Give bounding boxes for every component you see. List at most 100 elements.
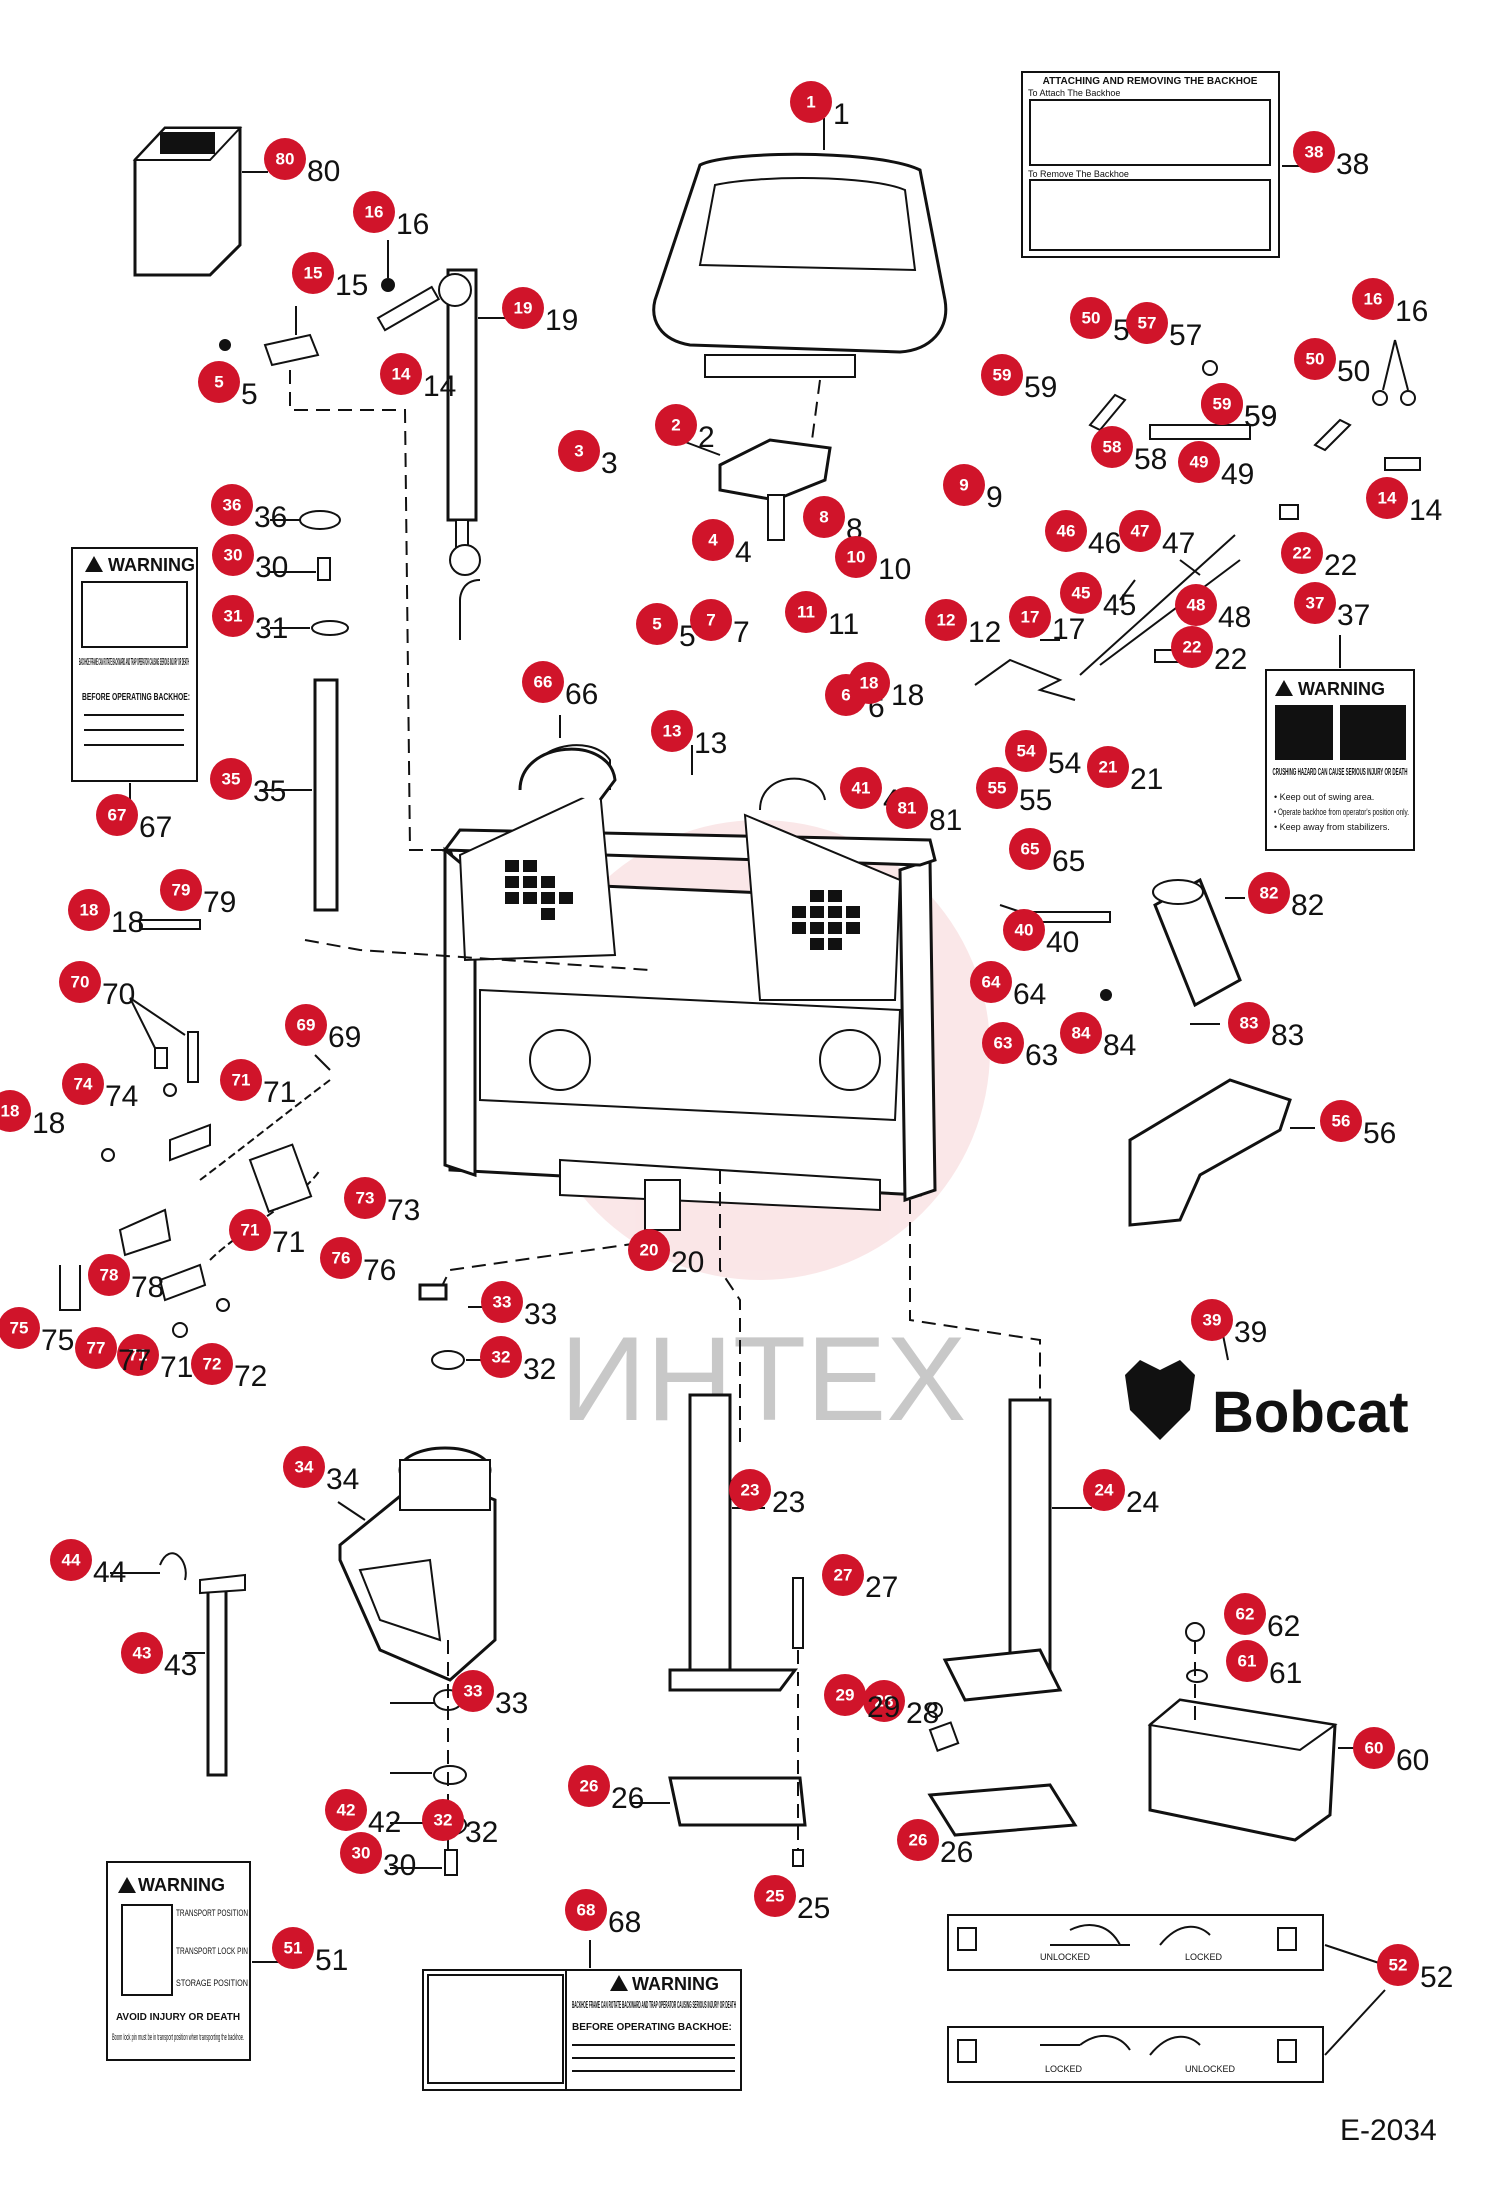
- callout-marker: [0, 1090, 31, 1132]
- warning-decal-67: WARNING BACKHOE FRAME CAN ROTATE BACKWAR…: [71, 547, 198, 782]
- callout-marker: [452, 1670, 494, 1712]
- svg-text:To Remove The Backhoe: To Remove The Backhoe: [1028, 169, 1129, 179]
- callout-number: 16: [365, 203, 384, 222]
- svg-text:• Keep away from stabilizers.: • Keep away from stabilizers.: [1274, 822, 1390, 832]
- callout-label: 12: [968, 616, 1001, 649]
- lock-decal-upper: UNLOCKED LOCKED: [947, 1914, 1324, 1971]
- warning-decal-37: WARNING CRUSHING HAZARD CAN CAUSE SERIOU…: [1265, 669, 1415, 851]
- callout-marker: [1126, 302, 1168, 344]
- bolt-30-top: [317, 557, 331, 581]
- callout-label: 37: [1337, 599, 1370, 632]
- callout-label: 40: [1046, 926, 1079, 959]
- lock-bracket-assembly: [1088, 360, 1421, 663]
- callouts-layer: 1122334455556677889910101111121213131414…: [0, 81, 1453, 1994]
- callout-label: 47: [1162, 527, 1195, 560]
- svg-text:• Keep out of swing area.: • Keep out of swing area.: [1274, 792, 1374, 802]
- callout-marker: [198, 361, 240, 403]
- callout-label: 5: [241, 378, 258, 411]
- callout-marker: [344, 1177, 386, 1219]
- foot-26-left: [668, 1776, 807, 1827]
- callout-number: 22: [1183, 638, 1202, 657]
- lock-decal-lower: LOCKED UNLOCKED: [947, 2026, 1324, 2083]
- callout-number: 26: [580, 1777, 599, 1796]
- callout-label: 81: [929, 804, 962, 837]
- callout-marker: [1352, 278, 1394, 320]
- callout-label: 29: [867, 1691, 900, 1724]
- callout-4: 44: [692, 519, 752, 569]
- callout-number: 16: [1364, 290, 1383, 309]
- callout-label: 25: [797, 1892, 830, 1925]
- callout-label: 46: [1088, 527, 1121, 560]
- svg-text:WARNING: WARNING: [138, 1875, 225, 1895]
- callout-number: 36: [223, 496, 242, 515]
- callout-number: 40: [1015, 921, 1034, 940]
- svg-text:BEFORE OPERATING BACKHOE:: BEFORE OPERATING BACKHOE:: [82, 692, 190, 703]
- callout-number: 30: [352, 1844, 371, 1863]
- callout-number: 9: [959, 476, 968, 495]
- callout-label: 33: [524, 1298, 557, 1331]
- callout-number: 45: [1072, 584, 1091, 603]
- callout-number: 47: [1131, 522, 1150, 541]
- callout-label: 2: [698, 421, 715, 454]
- callout-number: 25: [766, 1887, 785, 1906]
- callout-marker: [325, 1789, 367, 1831]
- callout-marker: [1293, 131, 1335, 173]
- callout-1: 11: [790, 81, 850, 131]
- callout-marker: [970, 961, 1012, 1003]
- callout-marker: [1045, 510, 1087, 552]
- callout-number: 59: [993, 366, 1012, 385]
- callout-marker: [785, 591, 827, 633]
- callout-number: 79: [172, 881, 191, 900]
- callout-number: 58: [1103, 438, 1122, 457]
- callout-marker: [481, 1281, 523, 1323]
- callout-marker: [692, 519, 734, 561]
- callout-number: 71: [232, 1071, 251, 1090]
- callout-number: 51: [284, 1939, 303, 1958]
- callout-label: 70: [102, 978, 135, 1011]
- callout-marker: [1377, 1944, 1419, 1986]
- callout-marker: [1091, 426, 1133, 468]
- callout-47: 47 47: [1119, 510, 1195, 560]
- callout-label: 30: [255, 551, 288, 584]
- callout-number: 81: [898, 799, 917, 818]
- callout-label: 63: [1025, 1039, 1058, 1072]
- callout-number: 1: [806, 93, 815, 112]
- lever-17: [974, 658, 1076, 701]
- callout-number: 17: [1021, 608, 1040, 627]
- washer-32-lower: [433, 1765, 467, 1785]
- callout-label: 55: [1019, 784, 1052, 817]
- callout-number: 57: [1138, 314, 1157, 333]
- svg-text:ATTACHING AND REMOVING THE BAC: ATTACHING AND REMOVING THE BACKHOE: [1043, 76, 1258, 87]
- main-frame-part: [442, 579, 937, 1231]
- callout-label: 16: [396, 208, 429, 241]
- callout-number: 23: [741, 1481, 760, 1500]
- callout-number: 39: [1203, 1311, 1222, 1330]
- callout-number: 54: [1017, 742, 1036, 761]
- callout-number: 65: [1021, 840, 1040, 859]
- callout-label: 77: [118, 1344, 151, 1377]
